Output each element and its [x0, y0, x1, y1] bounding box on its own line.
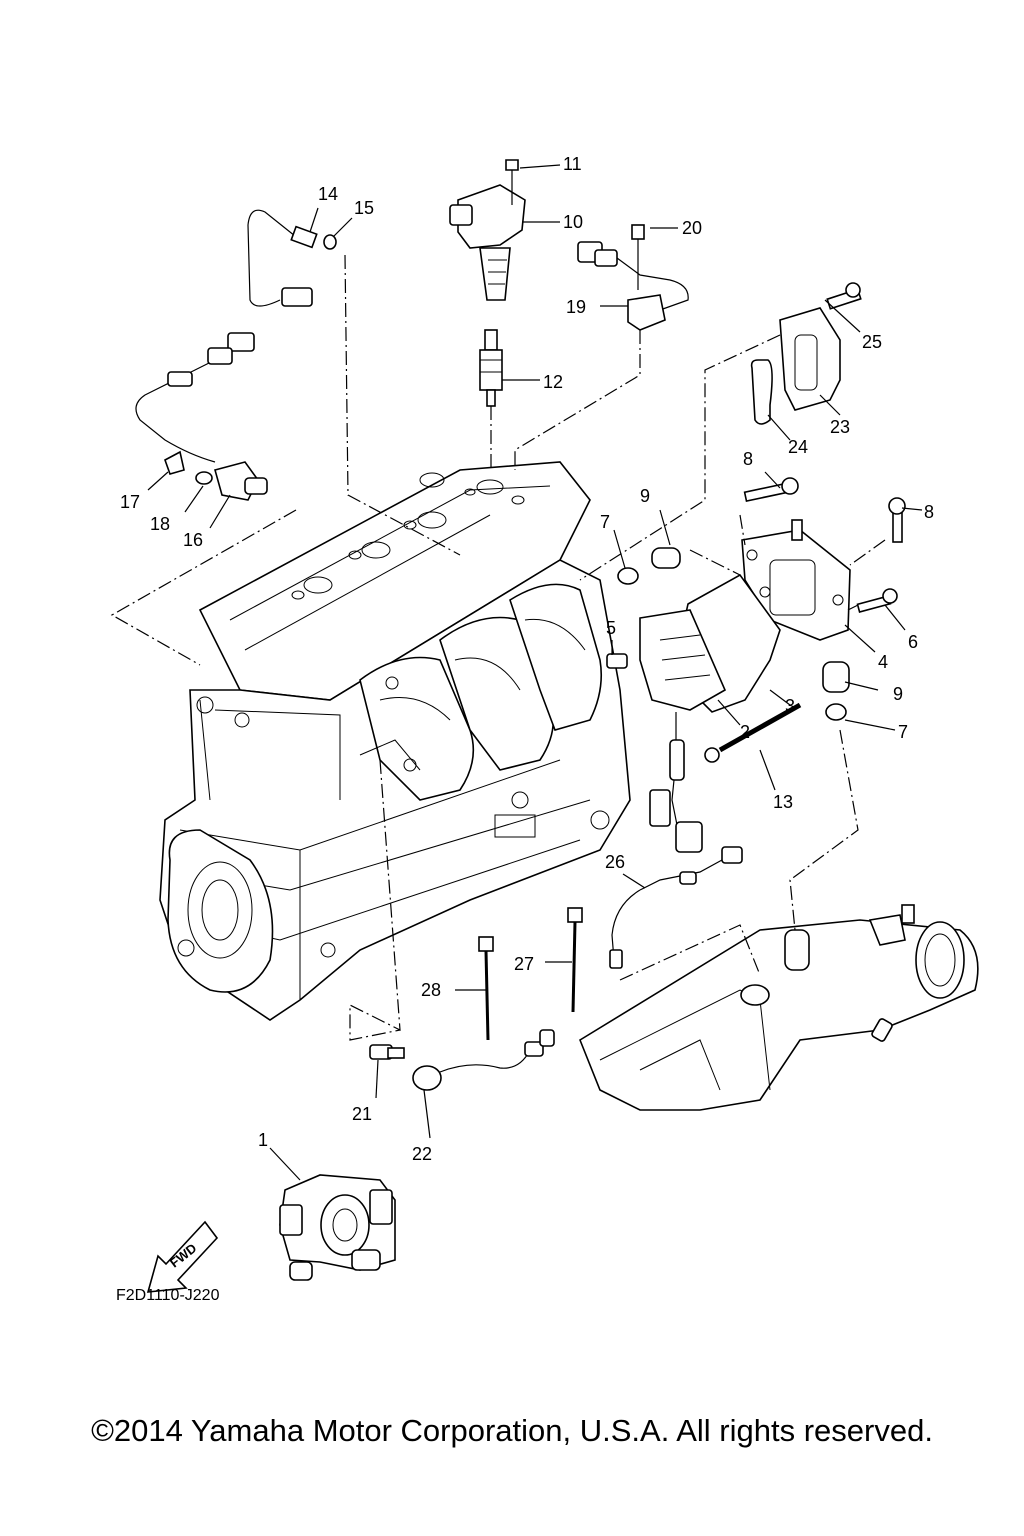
- callout-18: 18: [150, 514, 170, 534]
- callout-21: 21: [352, 1104, 372, 1124]
- callout-7b: 7: [898, 722, 908, 742]
- leader-lines: [110, 164, 923, 1181]
- sensor-lead-14: [247, 209, 337, 307]
- callout-6: 6: [908, 632, 918, 652]
- callout-numbers: 1 2 3 4 5 6 7 7 8 8 9 9 10 11 12 13 14 1…: [116, 154, 934, 1304]
- callout-19: 19: [566, 297, 586, 317]
- callout-7a: 7: [600, 512, 610, 532]
- spark-plug-12: [479, 329, 503, 470]
- grommets: [617, 547, 850, 721]
- callout-5: 5: [606, 618, 616, 638]
- exhaust-manifold: [579, 904, 979, 1111]
- fwd-arrow-icon: FWD: [146, 1220, 219, 1293]
- callout-20: 20: [682, 218, 702, 238]
- copyright-notice: ©2014 Yamaha Motor Corporation, U.S.A. A…: [91, 1413, 933, 1448]
- figure-code: F2D1110-J220: [116, 1287, 220, 1304]
- callout-8a: 8: [743, 449, 753, 469]
- ignition-coil-10: [449, 159, 526, 301]
- callout-22: 22: [412, 1144, 432, 1164]
- callout-9b: 9: [893, 684, 903, 704]
- callout-2: 2: [740, 722, 750, 742]
- sensor-16: [135, 332, 268, 501]
- callout-8b: 8: [924, 502, 934, 522]
- callout-16: 16: [183, 530, 203, 550]
- callout-27: 27: [514, 954, 534, 974]
- sensor-19: [577, 224, 689, 331]
- engine-block: [159, 461, 631, 1021]
- bracket-4: [741, 477, 906, 641]
- callout-12: 12: [543, 372, 563, 392]
- callout-11: 11: [563, 154, 582, 174]
- callout-14: 14: [318, 184, 338, 204]
- callout-4: 4: [878, 652, 888, 672]
- cover-23: [750, 282, 862, 425]
- callout-17: 17: [120, 492, 140, 512]
- sensor-26: [609, 846, 743, 969]
- callout-25: 25: [862, 332, 882, 352]
- cable-ties: [478, 907, 583, 1041]
- bolt-13: [704, 702, 802, 763]
- callout-13: 13: [773, 792, 793, 812]
- throttle-body-1: [279, 1174, 396, 1281]
- callout-3: 3: [785, 696, 795, 716]
- callout-15: 15: [354, 198, 374, 218]
- callout-9a: 9: [640, 486, 650, 506]
- callout-26: 26: [605, 852, 625, 872]
- callout-24: 24: [788, 437, 808, 457]
- callout-10: 10: [563, 212, 583, 232]
- callout-28: 28: [421, 980, 441, 1000]
- ecm-2: [606, 573, 781, 853]
- callout-1: 1: [258, 1130, 268, 1150]
- sensor-21: [369, 1044, 405, 1060]
- sensor-22: [412, 1029, 555, 1091]
- callout-23: 23: [830, 417, 850, 437]
